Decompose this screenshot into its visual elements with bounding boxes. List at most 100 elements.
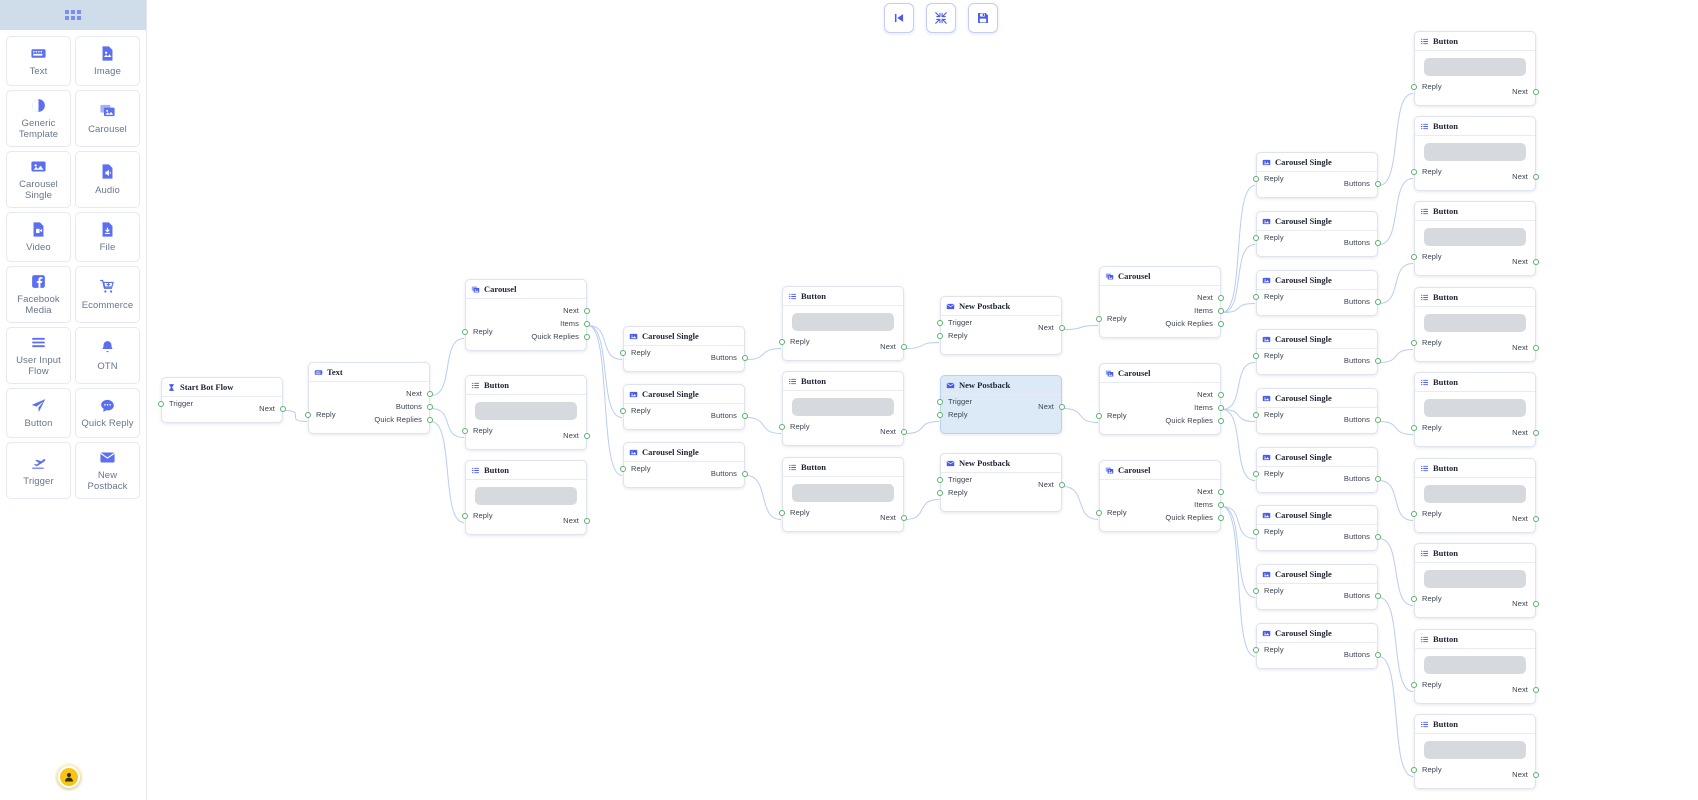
port-in-reply[interactable] bbox=[1096, 509, 1102, 516]
port-out-items[interactable] bbox=[584, 320, 590, 327]
port-in-reply[interactable] bbox=[1096, 412, 1102, 419]
port-out-next[interactable] bbox=[901, 428, 907, 435]
palette-item-facebook-media[interactable]: Facebook Media bbox=[6, 266, 71, 323]
port-in-reply[interactable] bbox=[1411, 253, 1417, 260]
grid-icon[interactable] bbox=[65, 10, 81, 20]
port-in-reply[interactable] bbox=[1253, 470, 1259, 477]
port-in-reply[interactable] bbox=[779, 423, 785, 430]
reset-view-button[interactable] bbox=[884, 3, 914, 33]
palette-item-quick-reply[interactable]: Quick Reply bbox=[75, 388, 140, 438]
port-out-next[interactable] bbox=[1218, 294, 1224, 301]
port-out-next[interactable] bbox=[427, 390, 433, 397]
user-avatar[interactable] bbox=[58, 766, 80, 788]
port-in-reply[interactable] bbox=[1253, 352, 1259, 359]
port-in-reply[interactable] bbox=[1096, 315, 1102, 322]
palette-item-otn[interactable]: OTN bbox=[75, 327, 140, 384]
port-out-buttons[interactable] bbox=[1375, 298, 1381, 305]
port-in-reply[interactable] bbox=[462, 512, 468, 519]
port-out-items[interactable] bbox=[1218, 501, 1224, 508]
palette-item-carousel-single[interactable]: Carousel Single bbox=[6, 151, 71, 208]
port-out-quick-replies[interactable] bbox=[427, 416, 433, 423]
port-out-buttons[interactable] bbox=[1375, 416, 1381, 423]
port-out-next[interactable] bbox=[1533, 344, 1539, 351]
port-in-reply[interactable] bbox=[1411, 681, 1417, 688]
port-out-next[interactable] bbox=[1533, 429, 1539, 436]
port-in-reply[interactable] bbox=[937, 489, 943, 496]
port-in-reply[interactable] bbox=[620, 407, 626, 414]
port-out-next[interactable] bbox=[584, 307, 590, 314]
port-in-reply[interactable] bbox=[1253, 411, 1259, 418]
port-out-next[interactable] bbox=[1218, 488, 1224, 495]
palette-item-user-input-flow[interactable]: User Input Flow bbox=[6, 327, 71, 384]
port-out-buttons[interactable] bbox=[742, 412, 748, 419]
port-in-reply[interactable] bbox=[620, 349, 626, 356]
port-out-buttons[interactable] bbox=[1375, 651, 1381, 658]
port-in-reply[interactable] bbox=[1253, 646, 1259, 653]
port-out-items[interactable] bbox=[1218, 404, 1224, 411]
port-in-reply[interactable] bbox=[1411, 83, 1417, 90]
port-in-reply[interactable] bbox=[1253, 528, 1259, 535]
port-in-reply[interactable] bbox=[1253, 234, 1259, 241]
port-out-next[interactable] bbox=[901, 514, 907, 521]
port-out-next[interactable] bbox=[280, 405, 286, 412]
port-out-next[interactable] bbox=[1059, 324, 1065, 331]
port-out-quick-replies[interactable] bbox=[1218, 514, 1224, 521]
port-in-reply[interactable] bbox=[1411, 424, 1417, 431]
port-out-buttons[interactable] bbox=[1375, 592, 1381, 599]
port-in-reply[interactable] bbox=[1411, 595, 1417, 602]
port-in-reply[interactable] bbox=[1253, 175, 1259, 182]
port-out-quick-replies[interactable] bbox=[1218, 417, 1224, 424]
port-out-next[interactable] bbox=[1059, 403, 1065, 410]
port-out-next[interactable] bbox=[584, 517, 590, 524]
palette-item-image[interactable]: Image bbox=[75, 36, 140, 86]
port-out-next[interactable] bbox=[1533, 686, 1539, 693]
port-out-next[interactable] bbox=[1533, 771, 1539, 778]
port-in-reply[interactable] bbox=[620, 465, 626, 472]
port-out-next[interactable] bbox=[1218, 391, 1224, 398]
port-in-reply[interactable] bbox=[305, 411, 311, 418]
port-out-buttons[interactable] bbox=[427, 403, 433, 410]
palette-item-new-postback[interactable]: New Postback bbox=[75, 442, 140, 499]
port-in-trigger[interactable] bbox=[937, 319, 943, 326]
port-out-next[interactable] bbox=[1059, 481, 1065, 488]
palette-item-ecommerce[interactable]: Ecommerce bbox=[75, 266, 140, 323]
palette-item-button[interactable]: Button bbox=[6, 388, 71, 438]
port-out-next[interactable] bbox=[584, 432, 590, 439]
port-in-trigger[interactable] bbox=[158, 400, 164, 407]
port-in-reply[interactable] bbox=[1411, 766, 1417, 773]
port-out-buttons[interactable] bbox=[1375, 475, 1381, 482]
port-out-buttons[interactable] bbox=[1375, 357, 1381, 364]
port-in-trigger[interactable] bbox=[937, 398, 943, 405]
palette-item-video[interactable]: Video bbox=[6, 212, 71, 262]
port-in-reply[interactable] bbox=[1411, 168, 1417, 175]
port-out-next[interactable] bbox=[901, 343, 907, 350]
port-out-quick-replies[interactable] bbox=[1218, 320, 1224, 327]
palette-item-generic-template[interactable]: Generic Template bbox=[6, 90, 71, 147]
port-out-next[interactable] bbox=[1533, 173, 1539, 180]
